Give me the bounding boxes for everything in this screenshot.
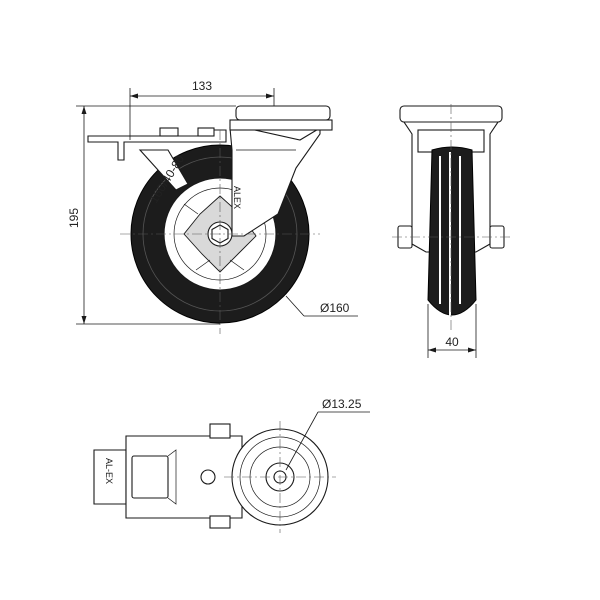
front-view: 40 (392, 104, 510, 358)
top-view: AL-EX Ø13.25 (93, 397, 370, 533)
side-fork (229, 127, 321, 237)
front-tire (427, 146, 477, 316)
dim-overall-height: 195 (67, 208, 81, 228)
dim-bolt-hole-diameter: Ø13.25 (322, 397, 362, 411)
dim-wheel-diameter: Ø160 (320, 301, 350, 315)
side-top-bearing (235, 105, 331, 121)
pedal-brand-label: AL-EX (104, 458, 114, 484)
dim-overall-width: 133 (192, 79, 212, 93)
fork-brand-label: ALEX (232, 186, 242, 209)
dim-wheel-width: 40 (445, 335, 459, 349)
side-view: 160/40-80 ALEX 133 195 Ø160 (67, 79, 358, 334)
